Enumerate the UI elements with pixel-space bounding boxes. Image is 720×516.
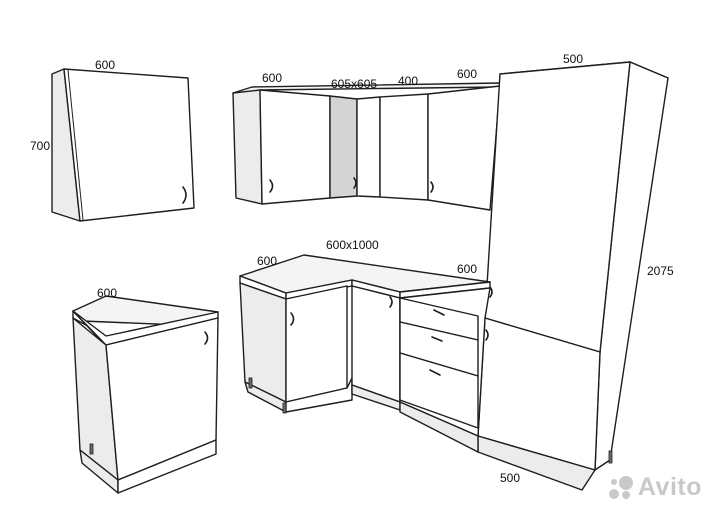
dim-base-corner: 600x1000	[326, 238, 379, 252]
wall-cabinet-single-door	[63, 68, 195, 222]
dim-wall-narrow: 400	[398, 74, 419, 88]
wall-cabinet-right-door	[427, 85, 501, 211]
avito-wordmark: Avito	[637, 473, 702, 501]
wall-run-left-side	[232, 89, 263, 205]
wall-corner-recess	[329, 95, 358, 199]
dim-base-left-width: 600	[257, 254, 278, 268]
dim-tall-bottom: 500	[500, 471, 521, 485]
dim-base-single-width: 600	[97, 286, 118, 300]
wall-corner-door	[356, 96, 381, 198]
door-handle-icon	[182, 186, 187, 204]
dim-wall-single-width: 600	[95, 58, 116, 72]
wall-cabinet-left-door	[259, 89, 331, 205]
cabinet-leg	[248, 377, 253, 389]
dim-wall-single-height: 700	[30, 139, 51, 153]
dim-wall-right: 600	[457, 67, 478, 81]
door-handle-icon	[353, 177, 357, 189]
base-single-top-front	[72, 310, 219, 346]
avito-watermark: Avito	[608, 473, 702, 502]
base-cabinet-left-door	[285, 285, 348, 403]
door-handle-icon	[389, 296, 393, 308]
wall-cabinet-single	[51, 68, 195, 222]
wall-cabinet-narrow-door	[379, 93, 429, 201]
dim-tall-top: 500	[563, 52, 584, 66]
avito-logo-icon	[608, 475, 635, 500]
cabinet-leg	[608, 450, 613, 464]
cabinet-leg	[89, 443, 94, 455]
door-handle-icon	[290, 312, 295, 326]
door-handle-icon	[430, 181, 434, 193]
base-cabinet-single	[72, 295, 219, 494]
drawer-bottom	[399, 352, 479, 429]
door-handle-icon	[485, 329, 489, 341]
drawer-plinth	[399, 401, 479, 453]
tall-cabinet	[477, 61, 669, 491]
drawer-handle-icon	[429, 369, 441, 376]
cabinet-leg	[282, 402, 287, 414]
dim-wall-corner: 605x605	[331, 77, 378, 91]
base-cabinet-corner-door	[351, 285, 401, 403]
base-single-plinth-front	[117, 439, 217, 494]
base-cabinet-run	[239, 254, 491, 453]
door-handle-icon	[204, 331, 209, 345]
dim-tall-height: 2075	[647, 264, 674, 278]
door-handle-icon	[269, 179, 274, 193]
wall-cabinet-run	[232, 82, 501, 211]
drawer-handle-icon	[433, 309, 445, 316]
drawer-handle-icon	[431, 336, 443, 342]
dim-base-drawer-width: 600	[457, 262, 478, 276]
dim-wall-left-width: 600	[262, 71, 283, 85]
